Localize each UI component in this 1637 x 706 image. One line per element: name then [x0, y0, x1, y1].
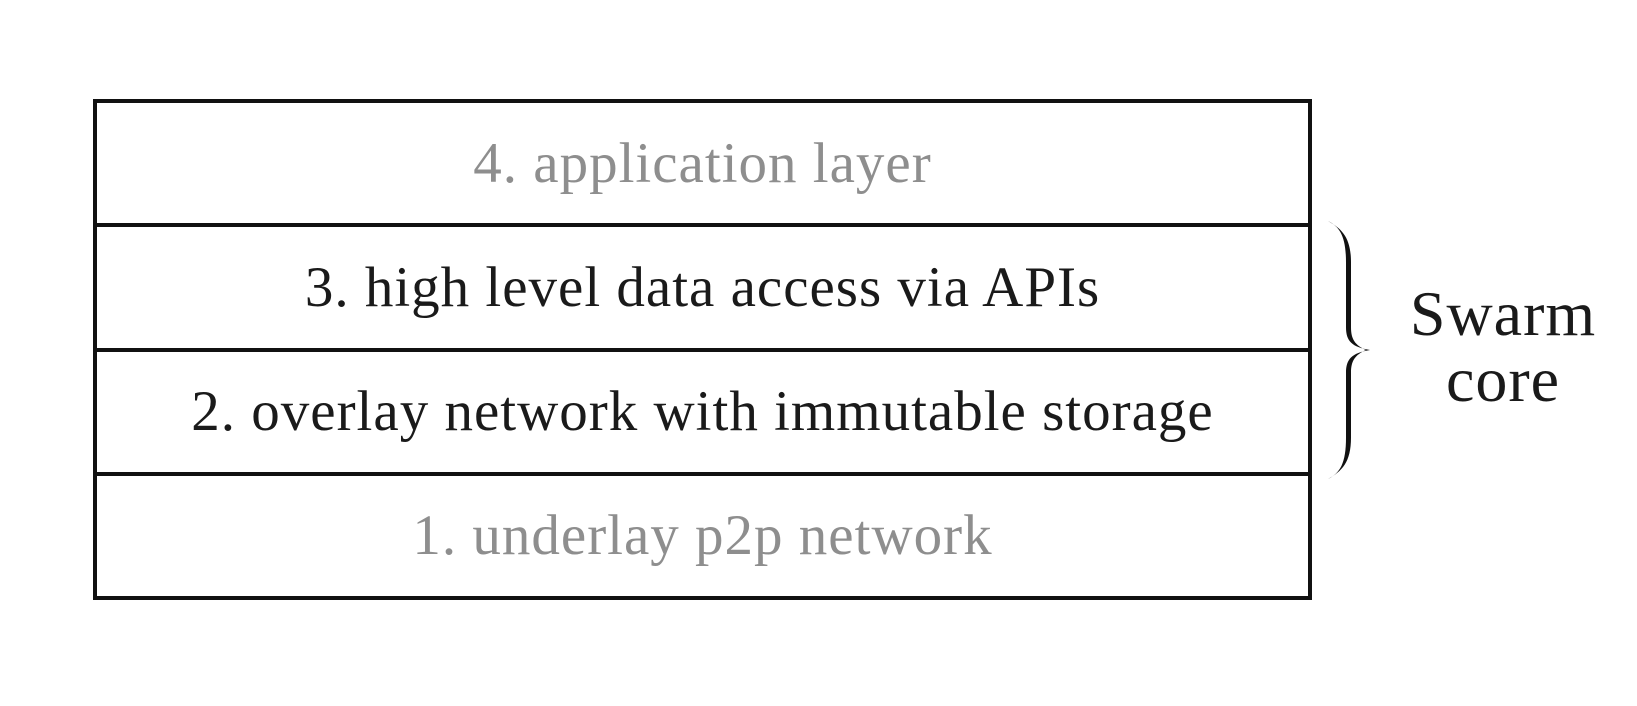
layer-label: 4. application layer	[473, 131, 932, 195]
brace-label-line1: Swarm	[1409, 278, 1597, 349]
layer-label: 3. high level data access via APIs	[304, 255, 1101, 319]
layer-label: 2. overlay network with immutable storag…	[191, 380, 1214, 444]
layer-row-overlay-network: 2. overlay network with immutable storag…	[97, 347, 1308, 472]
layer-label: 1. underlay p2p network	[412, 504, 993, 568]
layer-stack: 4. application layer 3. high level data …	[93, 99, 1312, 600]
layer-row-application: 4. application layer	[97, 103, 1308, 223]
layer-row-underlay-network: 1. underlay p2p network	[97, 471, 1308, 596]
curly-brace-icon	[1326, 221, 1376, 479]
layer-row-api-access: 3. high level data access via APIs	[97, 223, 1308, 347]
brace-label: Swarm core	[1378, 281, 1628, 413]
brace-label-line2: core	[1445, 344, 1561, 415]
